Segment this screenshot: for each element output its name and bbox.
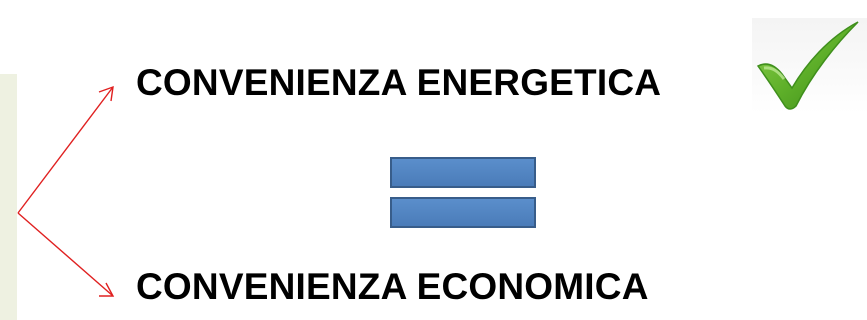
arrow-up-line <box>17 86 114 214</box>
check-icon <box>756 21 859 110</box>
energy-convenience-label: CONVENIENZA ENERGETICA <box>136 62 662 103</box>
equals-bottom-bar <box>390 197 536 228</box>
arrow-up-head <box>98 85 114 102</box>
arrow-down-line <box>17 212 114 297</box>
equals-icon <box>390 157 536 228</box>
equals-top-bar <box>390 157 536 188</box>
arrow-down-head <box>99 282 115 297</box>
economic-convenience-label: CONVENIENZA ECONOMICA <box>136 266 649 307</box>
side-panel <box>0 74 17 320</box>
check-icon-frame <box>752 18 867 113</box>
